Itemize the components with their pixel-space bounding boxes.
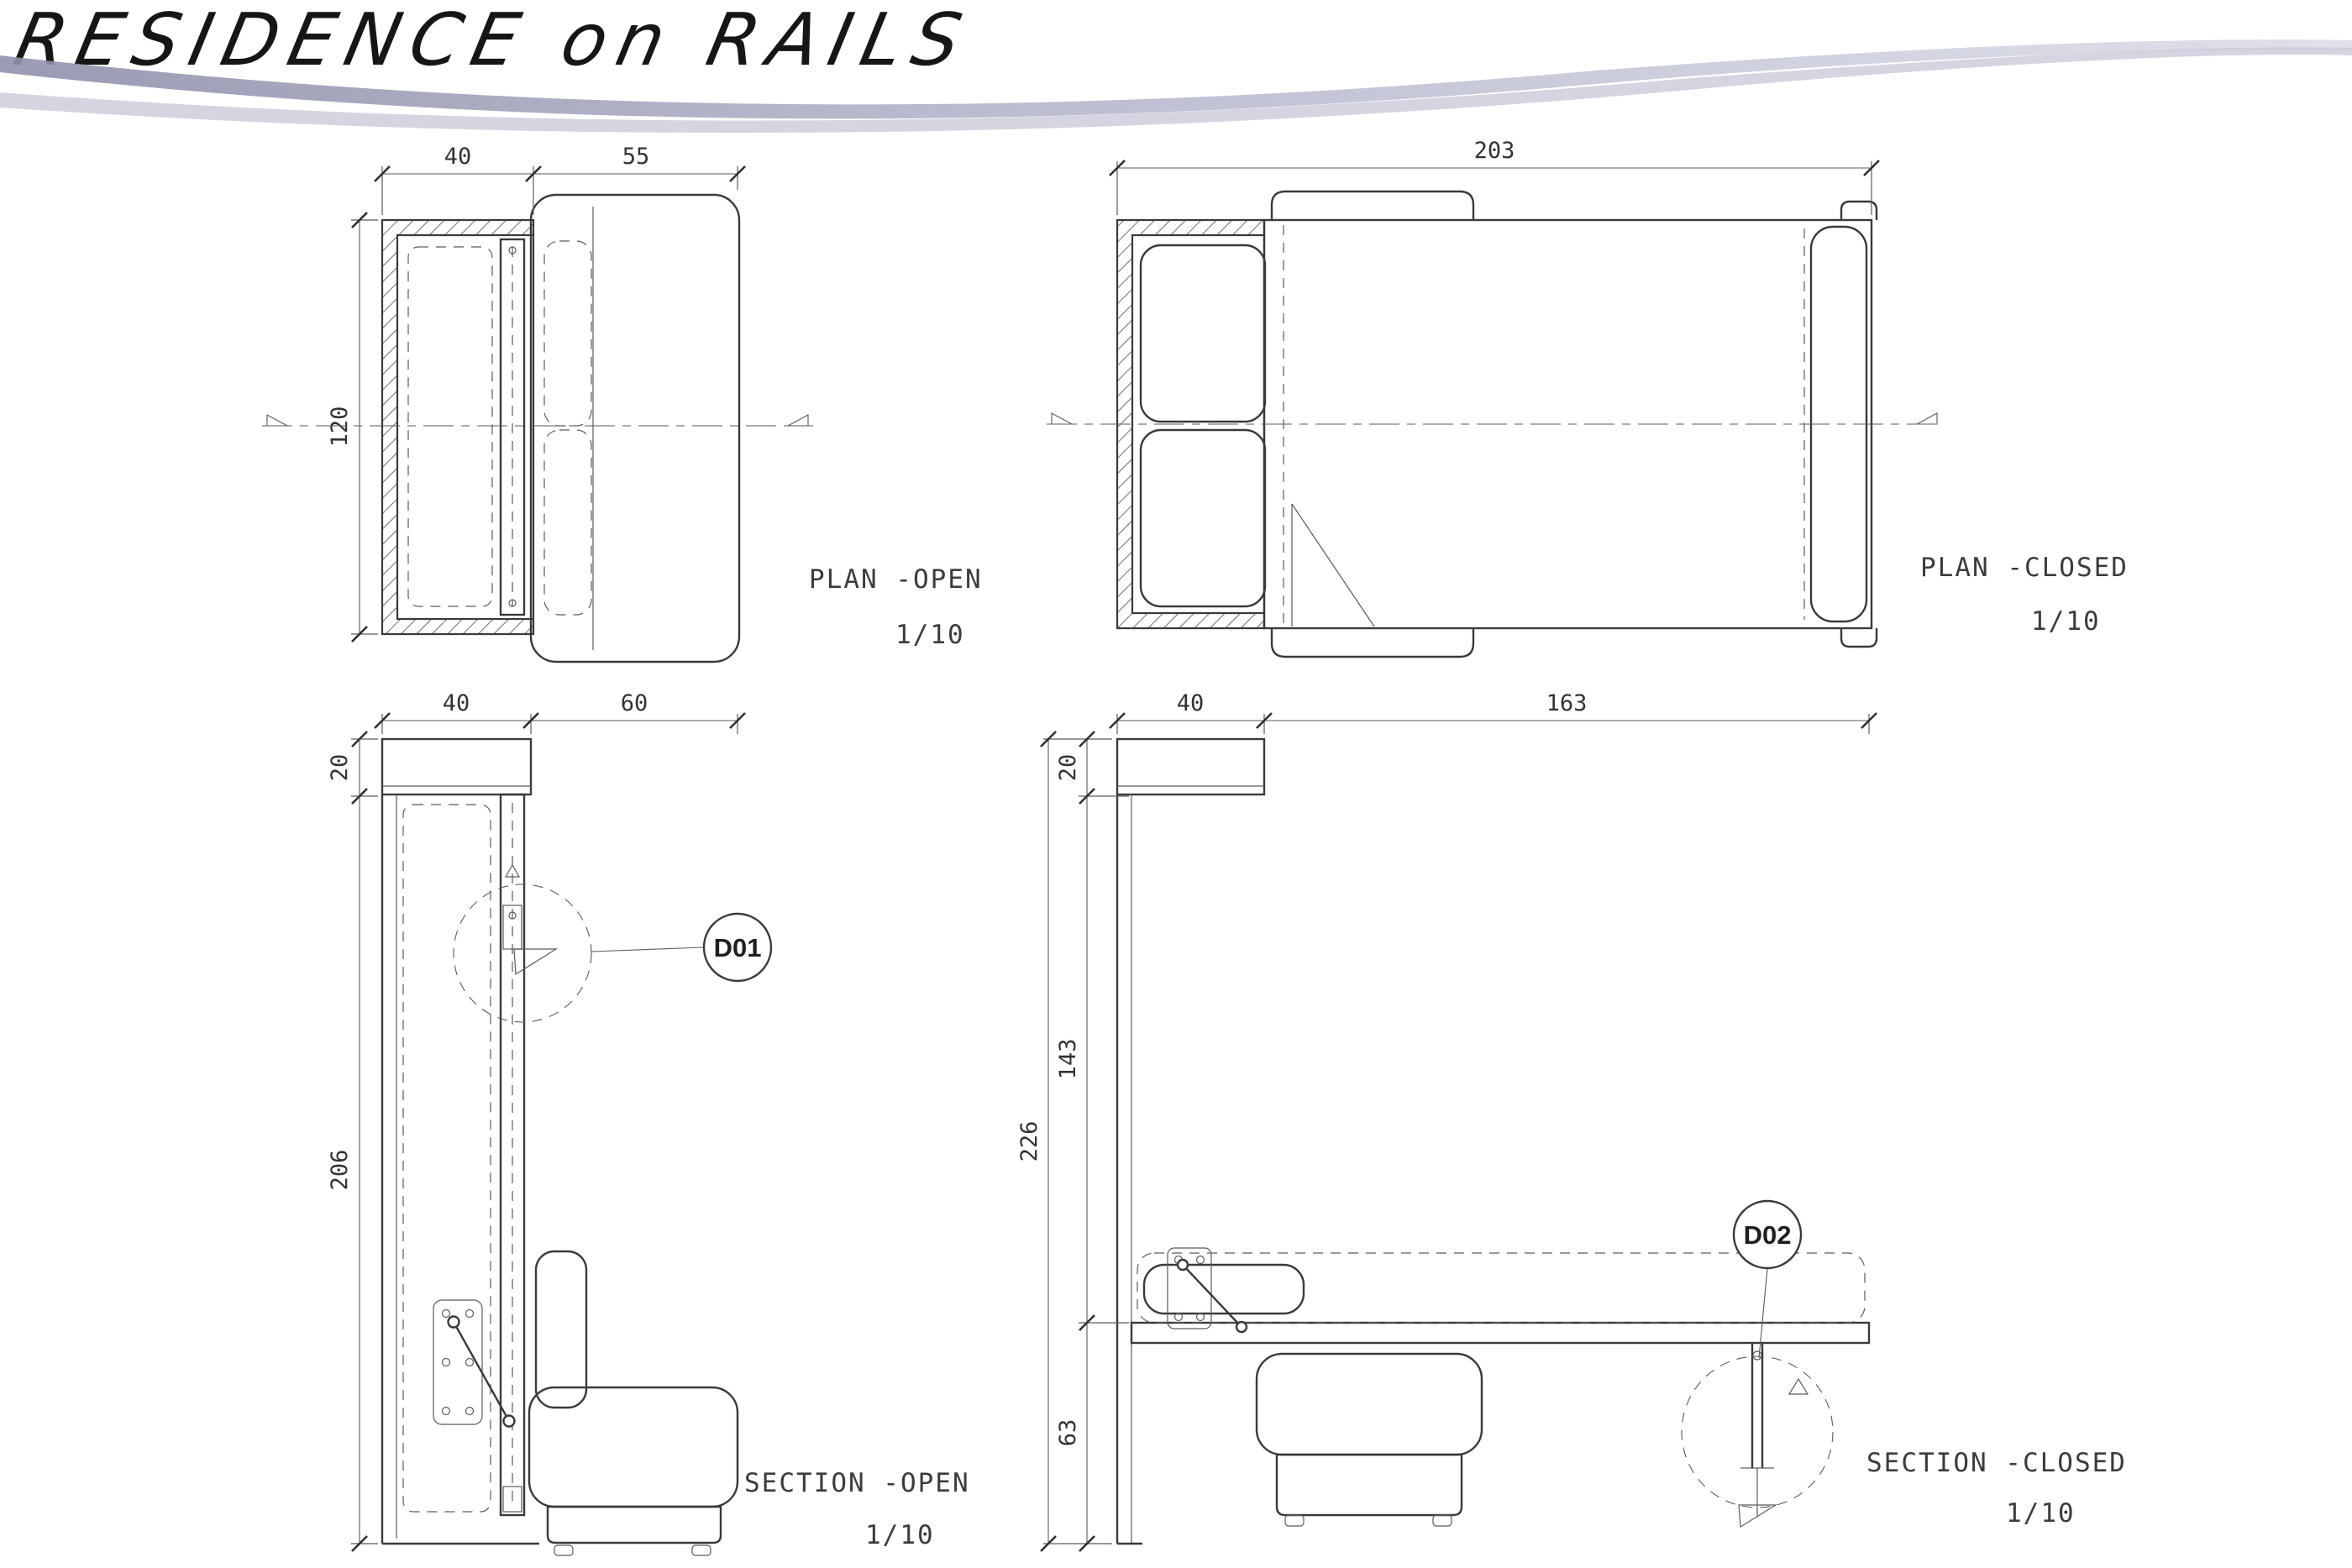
dim-206-label: 206	[327, 1150, 353, 1191]
dim-203-label: 203	[1474, 138, 1515, 164]
foot-bracket	[1738, 1504, 1778, 1529]
sofa-foot	[691, 1544, 711, 1556]
detail-balloon-d01	[702, 912, 773, 983]
stored-cushion-bottom	[1139, 428, 1267, 608]
hinge-mechanism	[433, 1299, 516, 1428]
cabinet-top-box	[1116, 737, 1266, 796]
plan-closed-scale: 1/10	[2031, 606, 2101, 637]
mattress-dashed-outline	[1137, 1252, 1866, 1324]
dim-40-label: 40	[443, 690, 470, 716]
dim-40-label: 40	[1177, 690, 1205, 716]
triangle-marker-icon	[504, 863, 521, 878]
swoosh-band-dark	[0, 39, 2352, 119]
sofa-armrest-bottom	[1270, 628, 1475, 658]
detail-d01-label: D01	[714, 933, 762, 962]
dim-163-label: 163	[1546, 690, 1588, 716]
sofa-armrest-top	[1270, 190, 1475, 220]
sofa-back-cushion	[534, 1250, 588, 1409]
sofa-outline	[529, 193, 741, 663]
section-closed-drawing: D02 40 163 20 143 63	[1016, 690, 2127, 1552]
section-marker-right-icon	[787, 414, 809, 427]
stored-bed-dashed-outline	[407, 246, 493, 607]
header-swoosh-ribbon	[0, 39, 2352, 134]
sofa-side-view	[528, 1250, 739, 1556]
detail-circle-d01	[453, 884, 592, 1023]
sofa-seat-cushion	[1255, 1352, 1483, 1456]
detail-circle-d02	[1681, 1356, 1834, 1508]
plan-open-title: PLAN -OPEN	[809, 564, 983, 595]
plan-closed-drawing: 203 PLAN -CLOSED 1/10	[1047, 138, 2129, 658]
dim-143-label: 143	[1055, 1039, 1081, 1080]
sheet-fold-line	[1291, 503, 1375, 627]
section-marker-left-icon	[1051, 412, 1073, 425]
dim-63-label: 63	[1055, 1419, 1081, 1447]
plan-open-scale: 1/10	[895, 620, 965, 650]
dim-55-label: 55	[622, 144, 650, 170]
cabinet-top-box	[381, 737, 533, 796]
sofa-back-cushion-bottom	[543, 429, 592, 616]
dim-226-label: 226	[1016, 1121, 1042, 1162]
dim-20-label: 20	[1055, 754, 1081, 782]
stored-cushion-top	[1139, 244, 1267, 423]
sofa-base	[1275, 1453, 1463, 1517]
section-marker-right-icon	[1916, 412, 1938, 425]
sofa-side-view	[1255, 1352, 1483, 1527]
stored-bed-dashed-outline	[402, 804, 491, 1513]
dim-120-label: 120	[327, 406, 353, 448]
swoosh-band-light	[0, 47, 2352, 134]
section-open-title: SECTION -OPEN	[744, 1468, 970, 1498]
section-open-drawing: D01 40 60 20 206 SECTION -OPEN 1/10	[327, 690, 970, 1556]
back-cushion-flat	[1142, 1263, 1305, 1315]
sofa-foot	[554, 1544, 574, 1556]
detail-d02-label: D02	[1744, 1220, 1792, 1250]
section-closed-scale: 1/10	[2006, 1498, 2076, 1529]
leg-tab-bottom	[1840, 628, 1878, 648]
hinge-mechanism	[1167, 1247, 1248, 1334]
detail-balloon-d02	[1732, 1199, 1803, 1270]
leg-tab-top	[1840, 200, 1878, 220]
sofa-foot	[1284, 1514, 1305, 1527]
dim-60-label: 60	[621, 690, 648, 716]
section-marker-left-icon	[266, 414, 288, 427]
plan-open-drawing: 40 55 120 PLAN -OPEN 1/10	[262, 144, 983, 663]
sofa-base	[546, 1505, 722, 1544]
dim-20-label: 20	[327, 754, 353, 782]
triangle-marker-icon	[1788, 1377, 1809, 1395]
cabinet-wall-hatched	[381, 218, 535, 636]
dim-40-label: 40	[444, 144, 472, 170]
sofa-seat-cushion	[528, 1386, 739, 1508]
sofa-back-cushion-top	[543, 240, 592, 427]
section-open-scale: 1/10	[865, 1520, 935, 1550]
bed-leg	[1738, 1343, 1778, 1529]
bed-panel	[499, 793, 526, 1517]
section-closed-title: SECTION -CLOSED	[1866, 1448, 2127, 1478]
sofa-foot	[1432, 1514, 1452, 1527]
latch-bracket	[513, 948, 559, 976]
plan-closed-title: PLAN -CLOSED	[1920, 553, 2129, 583]
latch-detail	[502, 905, 522, 950]
bed-panel	[499, 238, 526, 616]
